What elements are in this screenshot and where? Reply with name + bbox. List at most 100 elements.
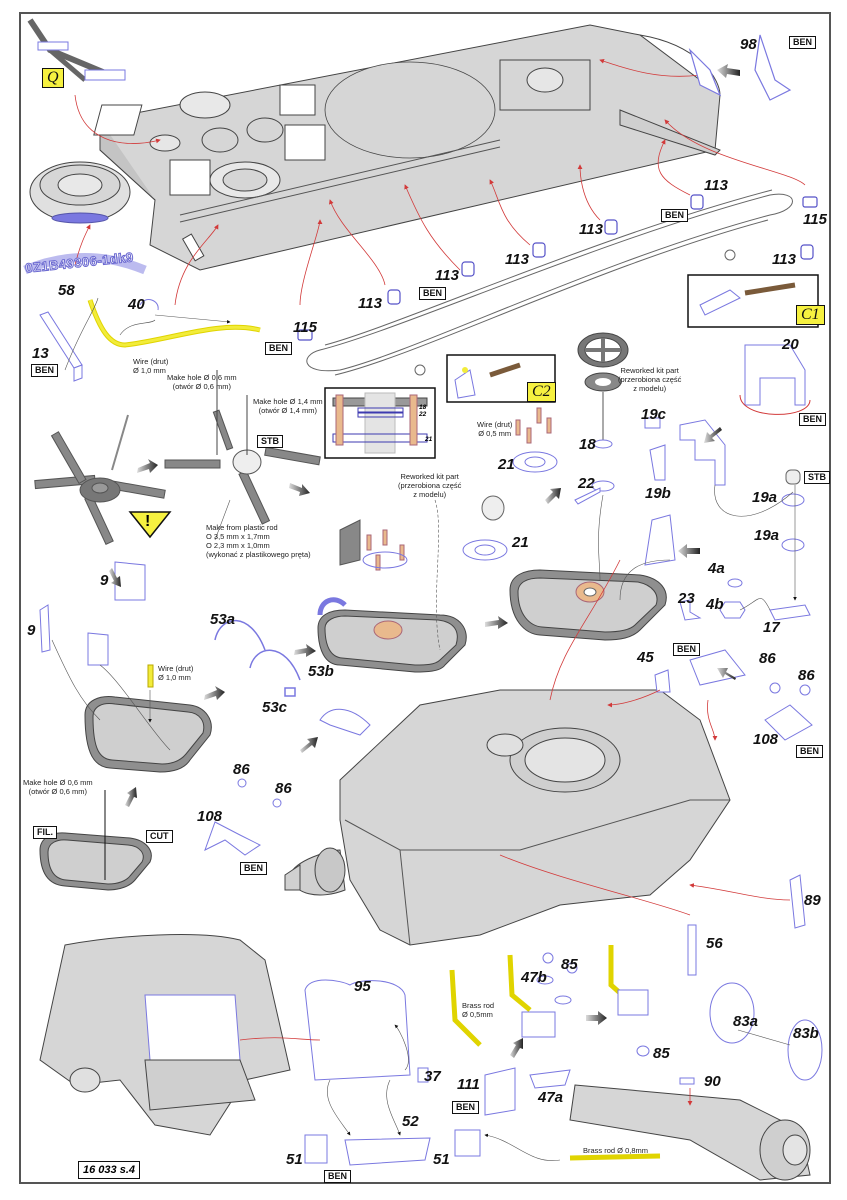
part-number-115: 115 bbox=[803, 211, 827, 228]
part-number-83a: 83a bbox=[733, 1013, 759, 1030]
tag-stb: STB bbox=[257, 435, 283, 448]
part-20 bbox=[739, 344, 811, 415]
part-53-group bbox=[214, 619, 301, 697]
part-number-113: 113 bbox=[435, 267, 459, 284]
part-number-4b: 4b bbox=[706, 596, 724, 613]
tag-ben: BEN bbox=[452, 1101, 480, 1114]
part-number-23: 23 bbox=[678, 590, 695, 607]
part-number-113: 113 bbox=[772, 251, 796, 268]
note-hole-0-6mm: Make hole Ø 0,6 mm (otwór Ø 0,6 mm) bbox=[23, 778, 93, 796]
hatch-drill-view bbox=[39, 790, 152, 891]
part-number-86: 86 bbox=[233, 761, 250, 778]
tag-ben: BEN bbox=[324, 1170, 352, 1183]
part-number-115: 115 bbox=[293, 319, 317, 336]
callout-c1: C1 bbox=[796, 305, 825, 325]
inset-label-18: 18 bbox=[419, 404, 427, 411]
part-number-89: 89 bbox=[804, 892, 821, 909]
part-89 bbox=[789, 874, 806, 929]
loader-hatch-assembly bbox=[84, 664, 212, 773]
part-number-113: 113 bbox=[505, 251, 529, 268]
part-56 bbox=[687, 924, 697, 976]
note-plastic-rod: Make from plastic rod O 3,5 mm x 1,7mm O… bbox=[206, 523, 311, 559]
part-number-19a: 19a bbox=[754, 527, 780, 544]
periscope-spider-a bbox=[34, 431, 166, 546]
note-hole-0-6mm: Make hole Ø 0,6 mm (otwór Ø 0,6 mm) bbox=[167, 373, 237, 391]
tag-ben: BEN bbox=[240, 862, 268, 875]
part-number-53c: 53c bbox=[262, 699, 288, 716]
part-number-37: 37 bbox=[424, 1068, 441, 1085]
part-number-19c: 19c bbox=[641, 406, 667, 423]
part-19-group bbox=[644, 417, 811, 621]
part-number-51: 51 bbox=[433, 1151, 450, 1168]
note-brass-rod-0-5mm: Brass rod Ø 0,5mm bbox=[462, 1001, 495, 1019]
tag-fil: FIL. bbox=[33, 826, 57, 839]
part-number-13: 13 bbox=[32, 345, 49, 362]
note-wire-1mm: Wire (drut) Ø 1,0 mm bbox=[133, 357, 169, 375]
callout-c2: C2 bbox=[527, 382, 556, 402]
part-number-19b: 19b bbox=[645, 485, 671, 502]
handwheel-part bbox=[574, 332, 629, 505]
part-23 bbox=[679, 599, 702, 621]
part-number-86: 86 bbox=[798, 667, 815, 684]
note-reworked-kit-part: Reworked kit part (przerobiona część z m… bbox=[618, 366, 682, 393]
part-95-52-51 bbox=[304, 979, 481, 1166]
part-number-52: 52 bbox=[402, 1113, 419, 1130]
part-number-90: 90 bbox=[704, 1073, 721, 1090]
inset-label-21: 21 bbox=[425, 436, 433, 443]
tag-cut: CUT bbox=[146, 830, 173, 843]
part-number-56: 56 bbox=[706, 935, 723, 952]
part-number-17: 17 bbox=[763, 619, 780, 636]
part-number-113: 113 bbox=[704, 177, 728, 194]
tag-ben: BEN bbox=[673, 643, 701, 656]
scalpel-icon bbox=[111, 414, 129, 471]
part-number-47b: 47b bbox=[521, 969, 547, 986]
part-number-83b: 83b bbox=[793, 1025, 819, 1042]
part-21-ring-a bbox=[512, 407, 558, 473]
part-number-111: 111 bbox=[457, 1076, 480, 1093]
note-brass-rod-0-8mm: Brass rod Ø 0,8mm bbox=[583, 1146, 649, 1155]
page-border bbox=[19, 12, 831, 1184]
parts-47-111 bbox=[484, 952, 649, 1116]
part-number-19a: 19a bbox=[752, 489, 778, 506]
turret-assembly bbox=[284, 689, 731, 946]
fan-cover-part bbox=[23, 161, 147, 275]
periscope-spider-b bbox=[164, 370, 321, 525]
cross-section-inset bbox=[324, 387, 436, 459]
part-number-95: 95 bbox=[354, 978, 371, 995]
part-108-left bbox=[204, 708, 371, 856]
part-number-85: 85 bbox=[653, 1045, 670, 1062]
part-number-108: 108 bbox=[753, 731, 779, 748]
part-number-47a: 47a bbox=[538, 1089, 564, 1106]
note-wire-0-5mm: Wire (drut) Ø 0,5 mm bbox=[477, 420, 513, 438]
part-number-86: 86 bbox=[275, 780, 292, 797]
tag-stb: STB bbox=[804, 471, 830, 484]
part-number-113: 113 bbox=[579, 221, 603, 238]
part-number-51: 51 bbox=[286, 1151, 303, 1168]
note-wire-1mm: Wire (drut) Ø 1,0 mm bbox=[158, 664, 194, 682]
callout-q: Q bbox=[42, 68, 64, 88]
part-number-45: 45 bbox=[637, 649, 654, 666]
engine-deck-assembly bbox=[93, 24, 721, 271]
cable-clamps bbox=[297, 194, 818, 341]
part-number-21: 21 bbox=[512, 534, 529, 551]
warning-symbol: ! bbox=[145, 513, 151, 530]
part-number-9: 9 bbox=[100, 572, 109, 589]
part-number-40: 40 bbox=[128, 296, 145, 313]
note-hole-1-4mm: Make hole Ø 1,4 mm (otwór Ø 1,4 mm) bbox=[253, 397, 323, 415]
tag-ben: BEN bbox=[265, 342, 293, 355]
part-number-4a: 4a bbox=[708, 560, 725, 577]
page-reference: 16 033 s.4 bbox=[78, 1161, 140, 1179]
tag-ben: BEN bbox=[789, 36, 817, 49]
tag-ben: BEN bbox=[419, 287, 447, 300]
part-number-18: 18 bbox=[579, 436, 596, 453]
part-number-20: 20 bbox=[782, 336, 799, 353]
part-number-108: 108 bbox=[197, 808, 223, 825]
tag-ben: BEN bbox=[31, 364, 59, 377]
part-number-86: 86 bbox=[759, 650, 776, 667]
part-number-53b: 53b bbox=[308, 663, 334, 680]
part-number-98: 98 bbox=[740, 36, 757, 53]
placement-leaders bbox=[74, 58, 806, 306]
part-number-85: 85 bbox=[561, 956, 578, 973]
warning-icon bbox=[128, 511, 172, 539]
